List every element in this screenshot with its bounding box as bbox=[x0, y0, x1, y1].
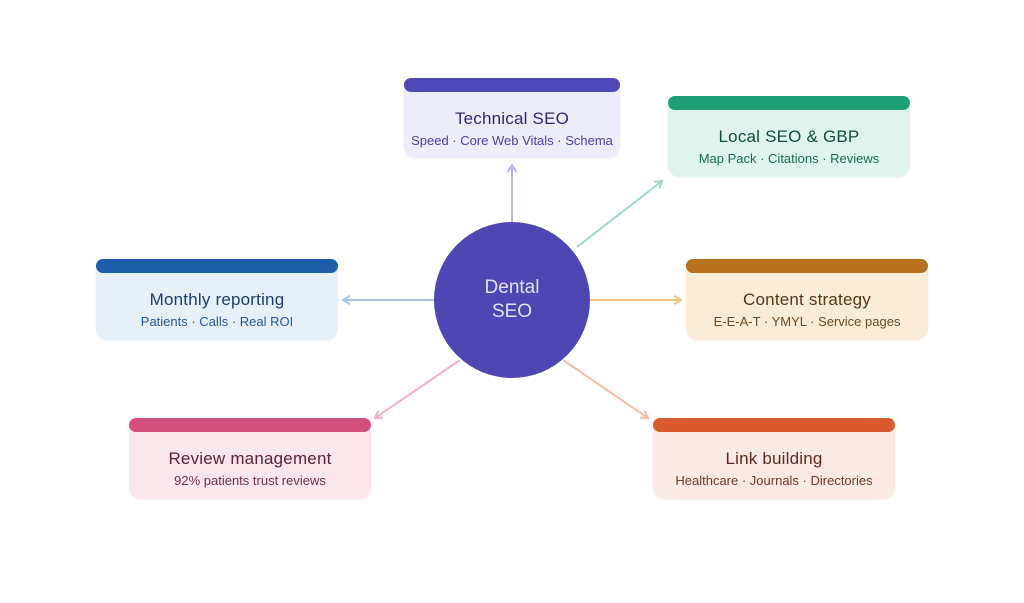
node-accent-bar bbox=[668, 96, 910, 110]
arrowhead-icon bbox=[673, 294, 683, 306]
node-link-building[interactable]: Link building Healthcare · Journals · Di… bbox=[653, 418, 895, 499]
connector-line-local-seo bbox=[576, 180, 663, 248]
connector-line-review-management bbox=[374, 359, 461, 419]
node-accent-bar bbox=[653, 418, 895, 432]
node-subtitle: Healthcare · Journals · Directories bbox=[675, 473, 873, 488]
node-subtitle: Patients · Calls · Real ROI bbox=[140, 314, 294, 329]
arrowhead-icon bbox=[639, 410, 650, 420]
node-accent-bar bbox=[404, 78, 620, 92]
arrowhead-icon bbox=[373, 410, 384, 420]
hub-dental-seo[interactable]: Dental SEO bbox=[434, 222, 590, 378]
node-title: Technical SEO bbox=[454, 109, 570, 128]
hub-label-line2: SEO bbox=[491, 301, 533, 322]
node-subtitle: Map Pack · Citations · Reviews bbox=[698, 151, 880, 166]
node-title: Content strategy bbox=[743, 290, 871, 309]
connector-line-link-building bbox=[562, 359, 649, 419]
node-local-seo[interactable]: Local SEO & GBP Map Pack · Citations · R… bbox=[668, 96, 910, 177]
node-title: Review management bbox=[168, 449, 332, 468]
node-subtitle: Speed · Core Web Vitals · Schema bbox=[411, 133, 613, 148]
node-title: Local SEO & GBP bbox=[718, 127, 860, 146]
node-review-management[interactable]: Review management 92% patients trust rev… bbox=[129, 418, 371, 499]
hub-label-line1: Dental bbox=[484, 277, 540, 298]
node-subtitle: E-E-A-T · YMYL · Service pages bbox=[713, 314, 901, 329]
node-title: Link building bbox=[725, 449, 823, 468]
node-title: Monthly reporting bbox=[149, 290, 285, 309]
node-technical-seo[interactable]: Technical SEO Speed · Core Web Vitals · … bbox=[404, 78, 620, 158]
node-accent-bar bbox=[686, 259, 928, 273]
node-accent-bar bbox=[129, 418, 371, 432]
node-monthly-reporting[interactable]: Monthly reporting Patients · Calls · Rea… bbox=[96, 259, 338, 340]
node-subtitle: 92% patients trust reviews bbox=[174, 473, 326, 488]
node-content-strategy[interactable]: Content strategy E-E-A-T · YMYL · Servic… bbox=[686, 259, 928, 340]
arrowhead-icon bbox=[653, 179, 664, 189]
arrowhead-icon bbox=[506, 163, 518, 173]
node-accent-bar bbox=[96, 259, 338, 273]
arrowhead-icon bbox=[341, 294, 351, 306]
